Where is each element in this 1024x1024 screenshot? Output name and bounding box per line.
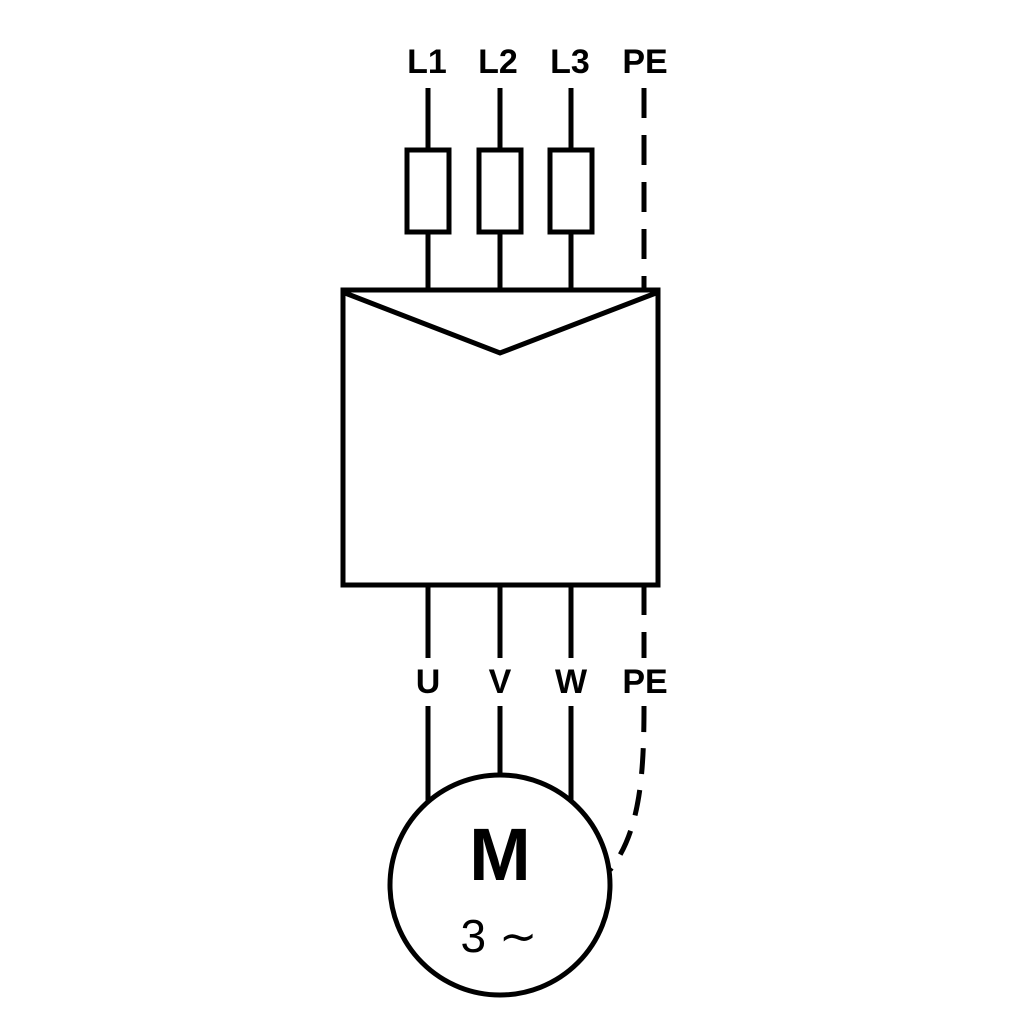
diagram-wires xyxy=(340,88,661,998)
terminal-label-w: W xyxy=(555,663,588,701)
terminal-label-l3: L3 xyxy=(550,43,590,81)
terminal-label-pe-bottom: PE xyxy=(622,663,667,701)
terminal-label-pe-top: PE xyxy=(622,43,667,81)
terminal-label-v: V xyxy=(489,663,512,701)
fuse-l3-icon xyxy=(547,147,595,235)
motor-labels: M 3 ∼ xyxy=(461,813,538,962)
wire-pe-motor xyxy=(608,705,647,872)
motor-phase-label: 3 ∼ xyxy=(461,910,538,962)
terminal-label-l1: L1 xyxy=(407,43,447,81)
contactor-chevron-icon xyxy=(344,290,657,356)
terminal-label-u: U xyxy=(416,663,441,701)
contactor-box xyxy=(340,287,661,588)
supply-labels: L1 L2 L3 PE xyxy=(407,43,668,81)
fuse-l1-icon xyxy=(404,147,452,235)
terminal-label-l2: L2 xyxy=(478,43,518,81)
output-labels: U V W PE xyxy=(416,663,668,701)
motor-letter: M xyxy=(469,813,531,896)
motor-circle xyxy=(387,772,613,998)
fuse-l2-icon xyxy=(476,147,524,235)
